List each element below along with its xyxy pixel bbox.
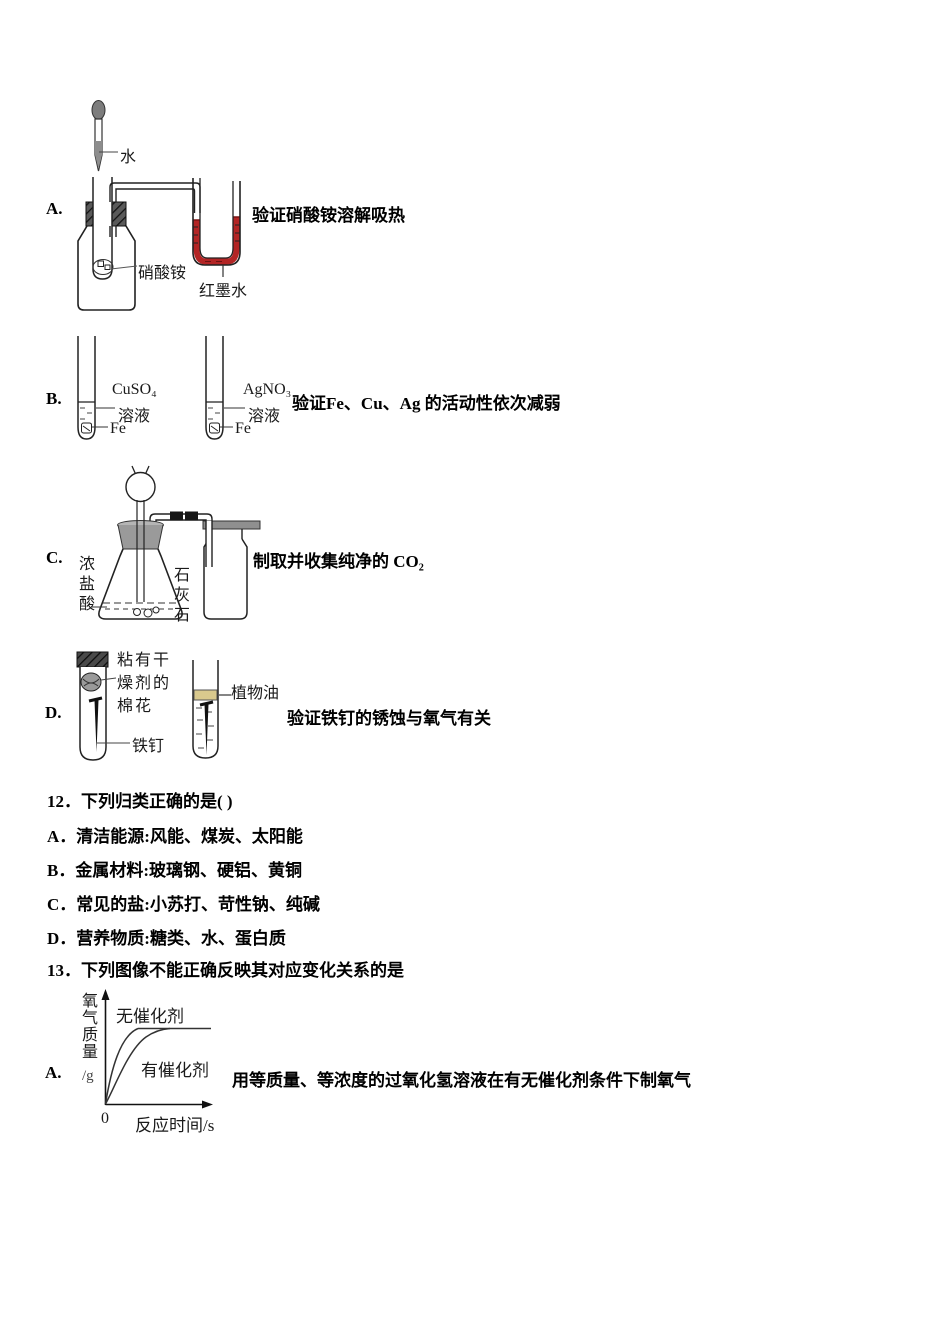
thistle-funnel (125, 465, 156, 602)
q13-stem: 13．下列图像不能正确反映其对应变化关系的是 (47, 961, 404, 980)
delivery-tube (109, 182, 201, 237)
label-fe-2: Fe (235, 420, 251, 437)
oxygen-mass-time-chart (101, 989, 213, 1109)
q13-option-a-description: 用等质量、等浓度的过氧化氢溶液在有无催化剂条件下制氧气 (232, 1071, 691, 1090)
option-a-description: 验证硝酸铵溶解吸热 (252, 206, 405, 225)
q12-option-c: C．常见的盐:小苏打、苛性钠、纯碱 (47, 895, 320, 914)
label-cuso4: CuSO₄ (112, 381, 157, 398)
chart-curves (104, 1027, 211, 1105)
label-fe-1: Fe (110, 420, 126, 437)
option-letter-b: B. (46, 389, 62, 408)
chart-ylabel: 氧气质量 (79, 992, 96, 1060)
label-solution-1: 溶液 (118, 408, 151, 425)
no-catalyst-curve (104, 1027, 139, 1105)
u-tube (192, 178, 241, 277)
apparatus-a-diagram (77, 100, 241, 311)
label-solution-2: 溶液 (248, 408, 281, 425)
option-letter-a: A. (46, 199, 63, 218)
oil-covered-test-tube (192, 660, 231, 759)
chart-series-with-catalyst: 有催化剂 (141, 1061, 209, 1080)
q13-option-letter-a: A. (45, 1063, 62, 1082)
q12-option-d: D．营养物质:糖类、水、蛋白质 (47, 929, 286, 948)
chart-ylabel-unit: /g (82, 1068, 94, 1084)
label-ammonium-nitrate: 硝酸铵 (138, 265, 187, 282)
option-b-description: 验证Fe、Cu、Ag 的活动性依次减弱 (292, 394, 561, 413)
option-c-description: 制取并收集纯净的 CO₂ (253, 552, 424, 571)
apparatus-b-diagram (77, 336, 245, 440)
option-letter-d: D. (45, 703, 62, 722)
apparatus-c-diagram (92, 465, 261, 620)
label-red-ink: 红墨水 (199, 283, 248, 300)
conical-flask (92, 520, 183, 620)
label-iron-nail: 铁钉 (132, 738, 165, 755)
option-letter-c: C. (46, 548, 63, 567)
chart-xlabel: 反应时间/s (135, 1116, 215, 1135)
sealed-test-tube (76, 651, 130, 761)
label-agno3: AgNO₃ (243, 381, 292, 398)
with-catalyst-curve (104, 1027, 171, 1105)
test-tube-cuso4 (77, 336, 115, 440)
label-limestone: 石灰石 (171, 566, 188, 626)
q12-option-b: B．金属材料:玻璃钢、硬铝、黄铜 (47, 861, 302, 880)
q12-stem: 12．下列归类正确的是( ) (47, 792, 233, 811)
chart-axes (101, 989, 213, 1109)
option-d-description: 验证铁钉的锈蚀与氧气有关 (287, 709, 491, 728)
apparatus-d-diagram (76, 651, 231, 761)
chart-series-no-catalyst: 无催化剂 (116, 1007, 184, 1026)
label-water: 水 (120, 149, 137, 166)
label-vegetable-oil: 植物油 (231, 685, 280, 702)
label-desiccant-cotton: 粘有干燥剂的棉花 (117, 652, 172, 715)
test-tube-agno3 (205, 336, 245, 440)
chart-origin: 0 (101, 1110, 109, 1127)
reagent-bottle (77, 177, 138, 311)
label-conc-hcl: 浓盐酸 (76, 555, 93, 615)
q12-option-a: A．清洁能源:风能、煤炭、太阳能 (47, 827, 303, 846)
dropper-icon (91, 100, 118, 172)
